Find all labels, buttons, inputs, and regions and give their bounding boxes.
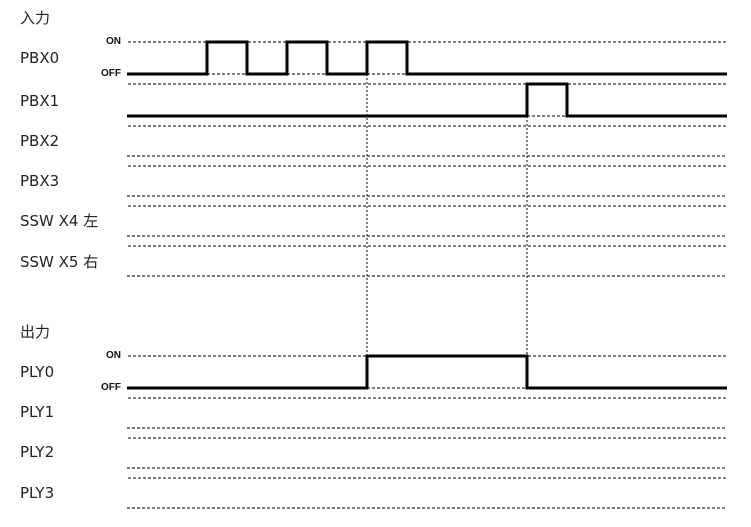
signal-label-pbx3: PBX3 bbox=[20, 172, 60, 190]
signal-label-pbx2: PBX2 bbox=[20, 132, 60, 150]
input-section-title: 入力 bbox=[20, 9, 51, 27]
signal-label-ssw-x5: SSW X5 右 bbox=[20, 253, 99, 271]
signal-label-pbx1: PBX1 bbox=[20, 92, 60, 110]
on-level-label-input: ON bbox=[106, 36, 121, 47]
signal-label-ply0: PLY0 bbox=[20, 363, 55, 381]
waveform-ply0 bbox=[127, 354, 727, 390]
signal-label-pbx0: PBX0 bbox=[20, 49, 60, 67]
signal-label-ssw-x4: SSW X4 左 bbox=[20, 212, 99, 230]
output-section-title: 出力 bbox=[20, 323, 51, 341]
on-level-label-output: ON bbox=[106, 350, 121, 361]
off-level-label-output: OFF bbox=[101, 382, 121, 393]
waveform-pbx0 bbox=[127, 40, 727, 76]
off-level-label-input: OFF bbox=[101, 68, 121, 79]
waveform-pbx1 bbox=[127, 82, 727, 118]
signal-label-ply2: PLY2 bbox=[20, 443, 55, 461]
signal-label-ply1: PLY1 bbox=[20, 403, 55, 421]
signal-label-ply3: PLY3 bbox=[20, 484, 55, 502]
